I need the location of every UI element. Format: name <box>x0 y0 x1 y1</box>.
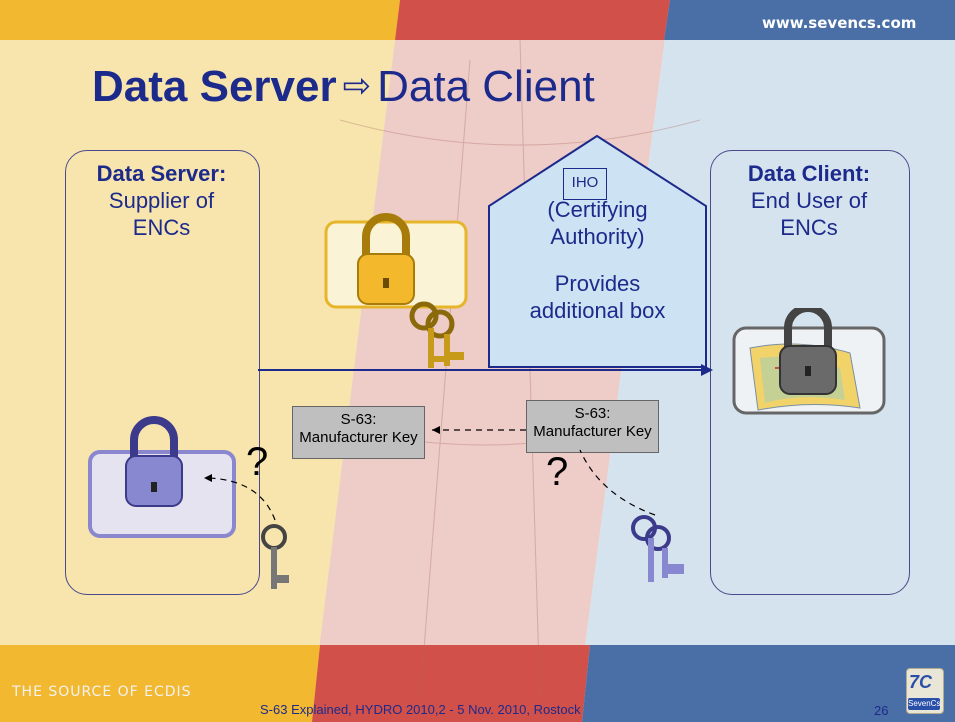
server-line2: ENCs <box>132 215 191 240</box>
key-icon <box>261 524 289 589</box>
slide-title: Data Server⇨Data Client <box>92 62 595 112</box>
key-icon <box>631 515 684 582</box>
authority-line2: Authority) <box>550 224 645 249</box>
key-icon <box>409 301 464 368</box>
padlock-icon <box>88 416 236 538</box>
transfer-arrow <box>258 364 713 376</box>
key-box-right-line2: Manufacturer Key <box>533 423 652 440</box>
footer-caption: S-63 Explained, HYDRO 2010,2 - 5 Nov. 20… <box>260 702 581 717</box>
manufacturer-key-box-left: S-63: Manufacturer Key <box>292 406 425 459</box>
chart-icon <box>732 308 886 415</box>
title-right: Data Client <box>377 62 595 111</box>
question-mark-right: ? <box>546 450 569 494</box>
authority-line3: Provides <box>554 271 641 296</box>
logo-text: 7C <box>909 672 933 692</box>
authority-house <box>488 134 707 368</box>
key-box-left-line2: Manufacturer Key <box>299 429 418 446</box>
page-number: 26 <box>874 703 889 718</box>
server-panel-text: Data Server: Supplier of ENCs <box>65 160 258 241</box>
server-line1: Supplier of <box>108 188 215 213</box>
padlock-icon <box>324 213 468 309</box>
client-panel <box>710 150 910 595</box>
key-box-right-line1: S-63: <box>574 405 611 422</box>
title-left: Data Server <box>92 62 337 111</box>
client-heading: Data Client: <box>747 161 871 186</box>
client-line2: ENCs <box>780 215 838 240</box>
logo-label: SevenCs <box>908 698 941 710</box>
client-panel-text: Data Client: End User of ENCs <box>710 160 908 241</box>
client-line1: End User of <box>750 188 868 213</box>
authority-line1: (Certifying <box>547 197 648 222</box>
key-box-left-line1: S-63: <box>340 411 377 428</box>
iho-badge: IHO <box>563 168 607 200</box>
authority-text: (Certifying Authority) Provides addition… <box>487 196 708 324</box>
website-url: www.sevencs.com <box>762 14 917 32</box>
right-arrow-icon: ⇨ <box>342 67 372 105</box>
server-heading: Data Server: <box>96 161 227 186</box>
authority-line4: additional box <box>529 298 666 323</box>
question-mark-left: ? <box>246 440 269 484</box>
sevencs-logo: 7C SevenCs <box>906 668 944 714</box>
tagline: THE SOURCE OF ECDIS <box>12 684 192 700</box>
server-panel <box>65 150 260 595</box>
manufacturer-key-box-right: S-63: Manufacturer Key <box>526 400 659 453</box>
